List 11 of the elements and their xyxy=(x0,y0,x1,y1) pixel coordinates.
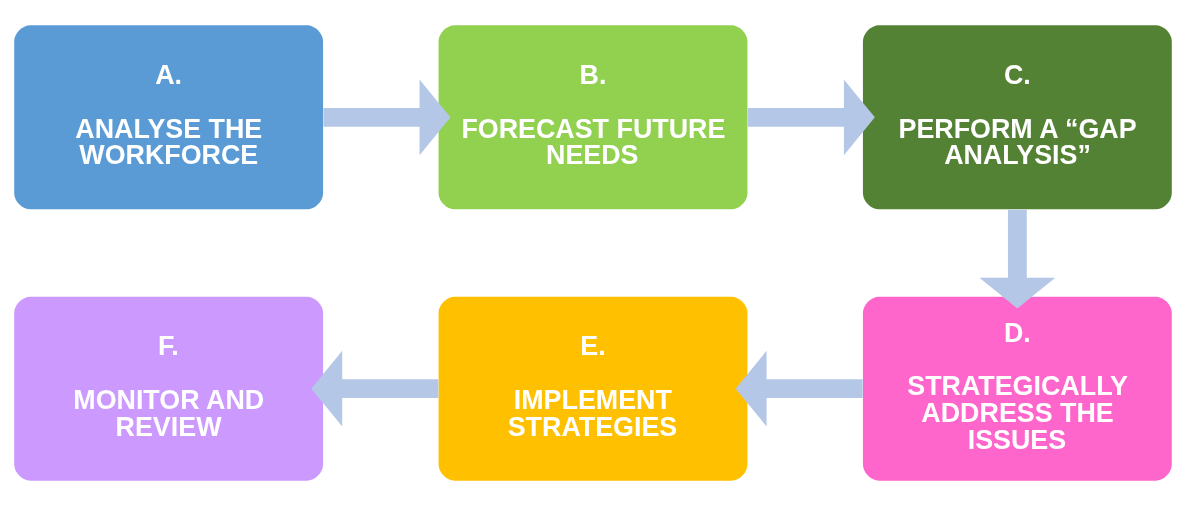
node-box: A. ANALYSE THE WORKFORCE xyxy=(14,24,324,209)
node-box: C. PERFORM A “GAP ANALYSIS” xyxy=(862,24,1172,209)
node-box: B. FORECAST FUTURE NEEDS xyxy=(438,24,748,209)
node-box: F. MONITOR AND REVIEW xyxy=(14,296,324,481)
node-box: E. IMPLEMENT STRATEGIES xyxy=(438,296,748,481)
arrow xyxy=(323,78,451,155)
node-box: D. STRATEGICALLY ADDRESS THE ISSUES xyxy=(862,296,1172,481)
arrow xyxy=(311,350,439,426)
arrow xyxy=(735,350,863,427)
arrow xyxy=(979,209,1056,309)
arrow xyxy=(747,78,875,155)
